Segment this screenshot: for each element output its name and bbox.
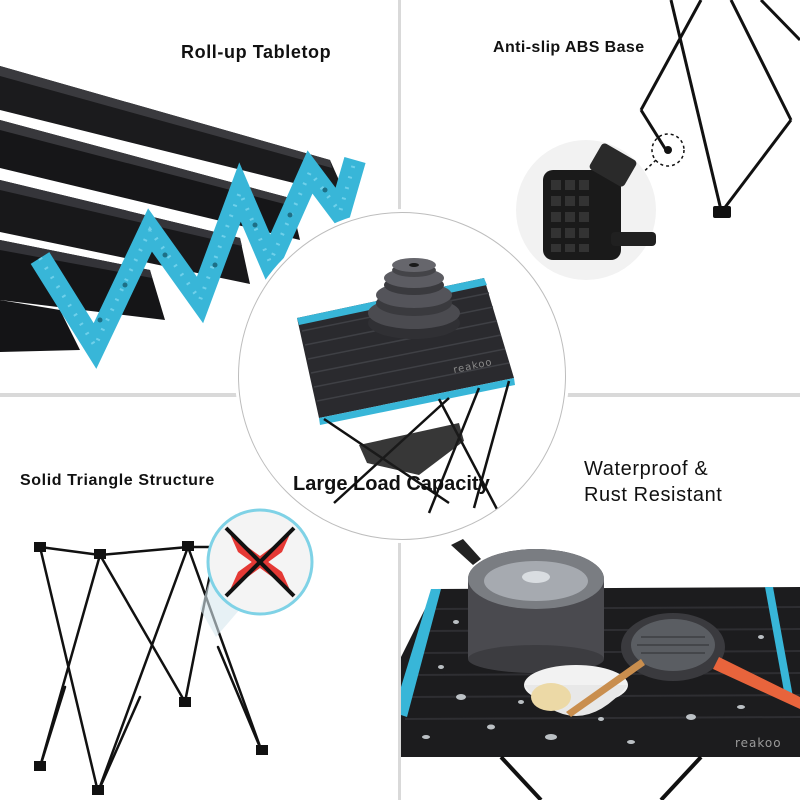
load-capacity-circle: Large Load Capacity reakoo — [238, 212, 566, 540]
panel-rollup-tabletop: Roll-up Tabletop — [0, 0, 398, 393]
panel-triangle-structure: Solid Triangle Structure — [0, 397, 398, 800]
waterproof-label-line1: Waterproof & — [584, 458, 709, 480]
antislip-label: Anti-slip ABS Base — [493, 39, 645, 56]
brand-watermark: reakoo — [735, 736, 782, 750]
rollup-slats-illustration — [0, 66, 366, 369]
white-bowl — [524, 659, 645, 717]
cooking-pot — [451, 539, 604, 673]
load-capacity-label: Large Load Capacity — [293, 473, 490, 495]
frying-pan — [621, 613, 800, 709]
weight-plates-stack — [368, 258, 460, 339]
triangle-label: Solid Triangle Structure — [20, 472, 215, 489]
blue-table-edge — [401, 589, 441, 717]
rollup-label: Roll-up Tabletop — [181, 42, 332, 62]
load-capacity-illustration — [297, 258, 515, 514]
waterproof-illustration — [401, 539, 800, 800]
antislip-illustration — [516, 0, 800, 280]
blue-hinge-strip — [30, 150, 366, 369]
mesh-basket — [359, 423, 464, 475]
foot-cap — [713, 206, 731, 218]
waterproof-label-line2: Rust Resistant — [584, 484, 723, 506]
panel-waterproof: Waterproof & Rust Resistant — [401, 397, 800, 800]
panel-antislip-base: Anti-slip ABS Base — [401, 0, 800, 393]
red-joint-marker — [224, 526, 296, 598]
slat-5 — [0, 300, 80, 352]
abs-foot-closeup — [543, 143, 656, 260]
magnifier-circle-icon — [651, 133, 685, 167]
triangle-frame-illustration — [34, 508, 314, 795]
slat-3 — [0, 180, 250, 284]
